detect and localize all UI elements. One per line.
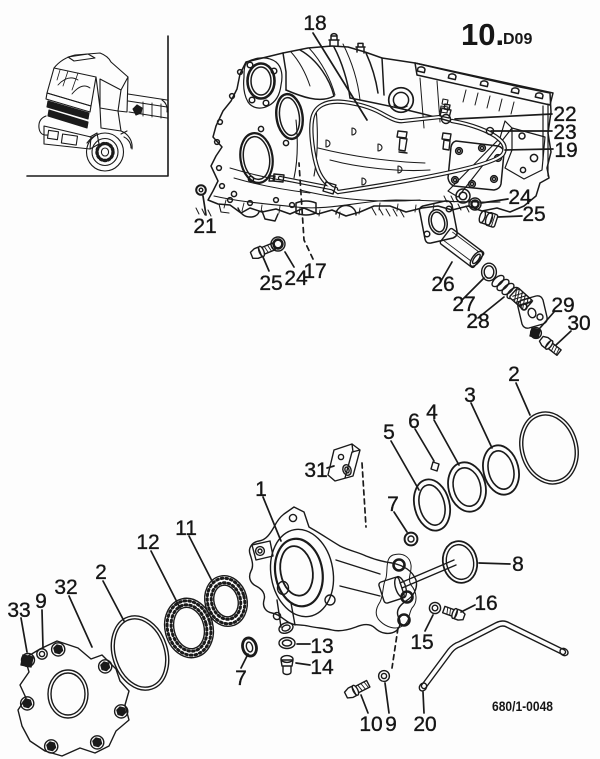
- svg-text:2: 2: [95, 561, 107, 584]
- svg-text:3: 3: [464, 384, 476, 407]
- svg-text:1: 1: [255, 478, 267, 501]
- svg-text:20: 20: [413, 713, 436, 736]
- svg-text:19: 19: [554, 139, 577, 162]
- svg-text:9: 9: [35, 590, 47, 613]
- svg-text:24: 24: [284, 267, 308, 290]
- svg-text:29: 29: [551, 294, 574, 317]
- svg-text:25: 25: [259, 272, 282, 295]
- svg-text:23: 23: [553, 121, 576, 144]
- svg-text:33: 33: [7, 599, 30, 622]
- svg-text:27: 27: [452, 293, 475, 316]
- svg-text:17: 17: [303, 260, 326, 283]
- svg-text:10: 10: [359, 713, 382, 736]
- svg-text:9: 9: [385, 713, 397, 736]
- svg-text:2: 2: [508, 363, 520, 386]
- svg-text:26: 26: [431, 273, 454, 296]
- svg-text:13: 13: [310, 635, 333, 658]
- svg-text:7: 7: [387, 493, 399, 516]
- svg-text:24: 24: [508, 186, 532, 209]
- svg-text:30: 30: [567, 312, 590, 335]
- svg-text:7: 7: [235, 667, 247, 690]
- svg-text:18: 18: [303, 12, 326, 35]
- svg-text:21: 21: [193, 215, 216, 238]
- svg-text:5: 5: [383, 421, 395, 444]
- svg-text:16: 16: [474, 592, 497, 615]
- svg-text:D09: D09: [503, 31, 532, 48]
- svg-text:6: 6: [408, 410, 420, 433]
- svg-text:32: 32: [54, 576, 77, 599]
- svg-text:680/1-0048: 680/1-0048: [492, 698, 553, 714]
- svg-text:4: 4: [426, 401, 438, 424]
- svg-text:12: 12: [136, 531, 159, 554]
- svg-text:10.: 10.: [461, 17, 504, 52]
- svg-text:11: 11: [175, 517, 197, 540]
- svg-text:31: 31: [304, 459, 327, 482]
- svg-text:28: 28: [466, 310, 489, 333]
- svg-text:8: 8: [512, 553, 524, 576]
- svg-text:14: 14: [310, 656, 334, 679]
- svg-text:22: 22: [553, 103, 576, 126]
- svg-text:15: 15: [410, 631, 433, 654]
- svg-text:25: 25: [522, 203, 545, 226]
